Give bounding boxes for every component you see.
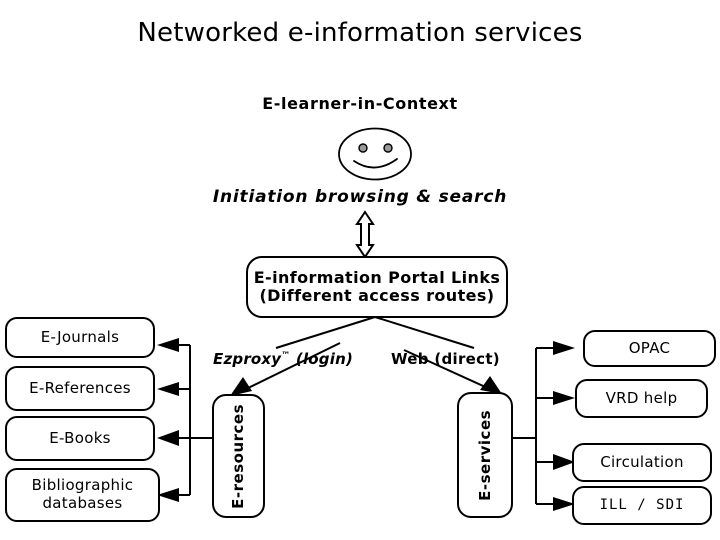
portal-line-2: (Different access routes): [259, 286, 495, 305]
branch-label-ezproxy-suffix: (login): [290, 350, 354, 368]
heading-e-learner-in-context: E-learner-in-Context: [262, 94, 458, 113]
page-title: Networked e-information services: [137, 18, 583, 48]
service-label: ILL / SDI: [599, 496, 685, 513]
e-services-connector-tree: [513, 341, 575, 511]
resource-label-line-1: Bibliographic: [31, 476, 134, 495]
service-box-ill-sdi[interactable]: ILL / SDI: [572, 486, 712, 525]
branch-label-web: Web (direct): [391, 350, 500, 368]
hub-e-resources[interactable]: E-resources: [212, 394, 265, 518]
hub-e-services-label: E-services: [475, 409, 494, 501]
portal-line-1: E-information Portal Links: [253, 268, 501, 288]
branch-label-ezproxy-text: Ezproxy: [213, 350, 282, 368]
heading-initiation-browsing-search: Initiation browsing & search: [212, 187, 508, 207]
resource-box-e-references[interactable]: E-References: [5, 366, 155, 411]
e-resources-connector-tree: [157, 338, 212, 502]
resource-label: E-Books: [49, 429, 111, 448]
service-box-circulation[interactable]: Circulation: [572, 443, 712, 482]
resource-label: E-Journals: [40, 328, 120, 347]
branch-label-ezproxy: Ezproxy™ (login): [213, 350, 353, 368]
service-label: OPAC: [628, 339, 671, 358]
hub-e-services[interactable]: E-services: [457, 392, 513, 518]
resource-box-e-books[interactable]: E-Books: [5, 416, 155, 461]
service-label: VRD help: [605, 389, 678, 408]
resource-box-e-journals[interactable]: E-Journals: [5, 317, 155, 358]
resource-label: E-References: [29, 379, 131, 398]
resource-label-line-2: databases: [42, 494, 123, 512]
service-box-vrd-help[interactable]: VRD help: [575, 379, 708, 418]
branch-split-lines: [275, 316, 475, 349]
smiley-face-icon: [336, 126, 416, 188]
portal-node[interactable]: E-information Portal Links (Different ac…: [246, 256, 508, 318]
trademark-icon: ™: [281, 351, 291, 361]
double-arrow-icon: [355, 210, 375, 259]
hub-e-resources-label: E-resources: [229, 403, 248, 509]
resource-box-bibliographic-databases[interactable]: Bibliographic databases: [5, 468, 160, 522]
service-box-opac[interactable]: OPAC: [583, 330, 716, 367]
service-label: Circulation: [600, 453, 684, 472]
